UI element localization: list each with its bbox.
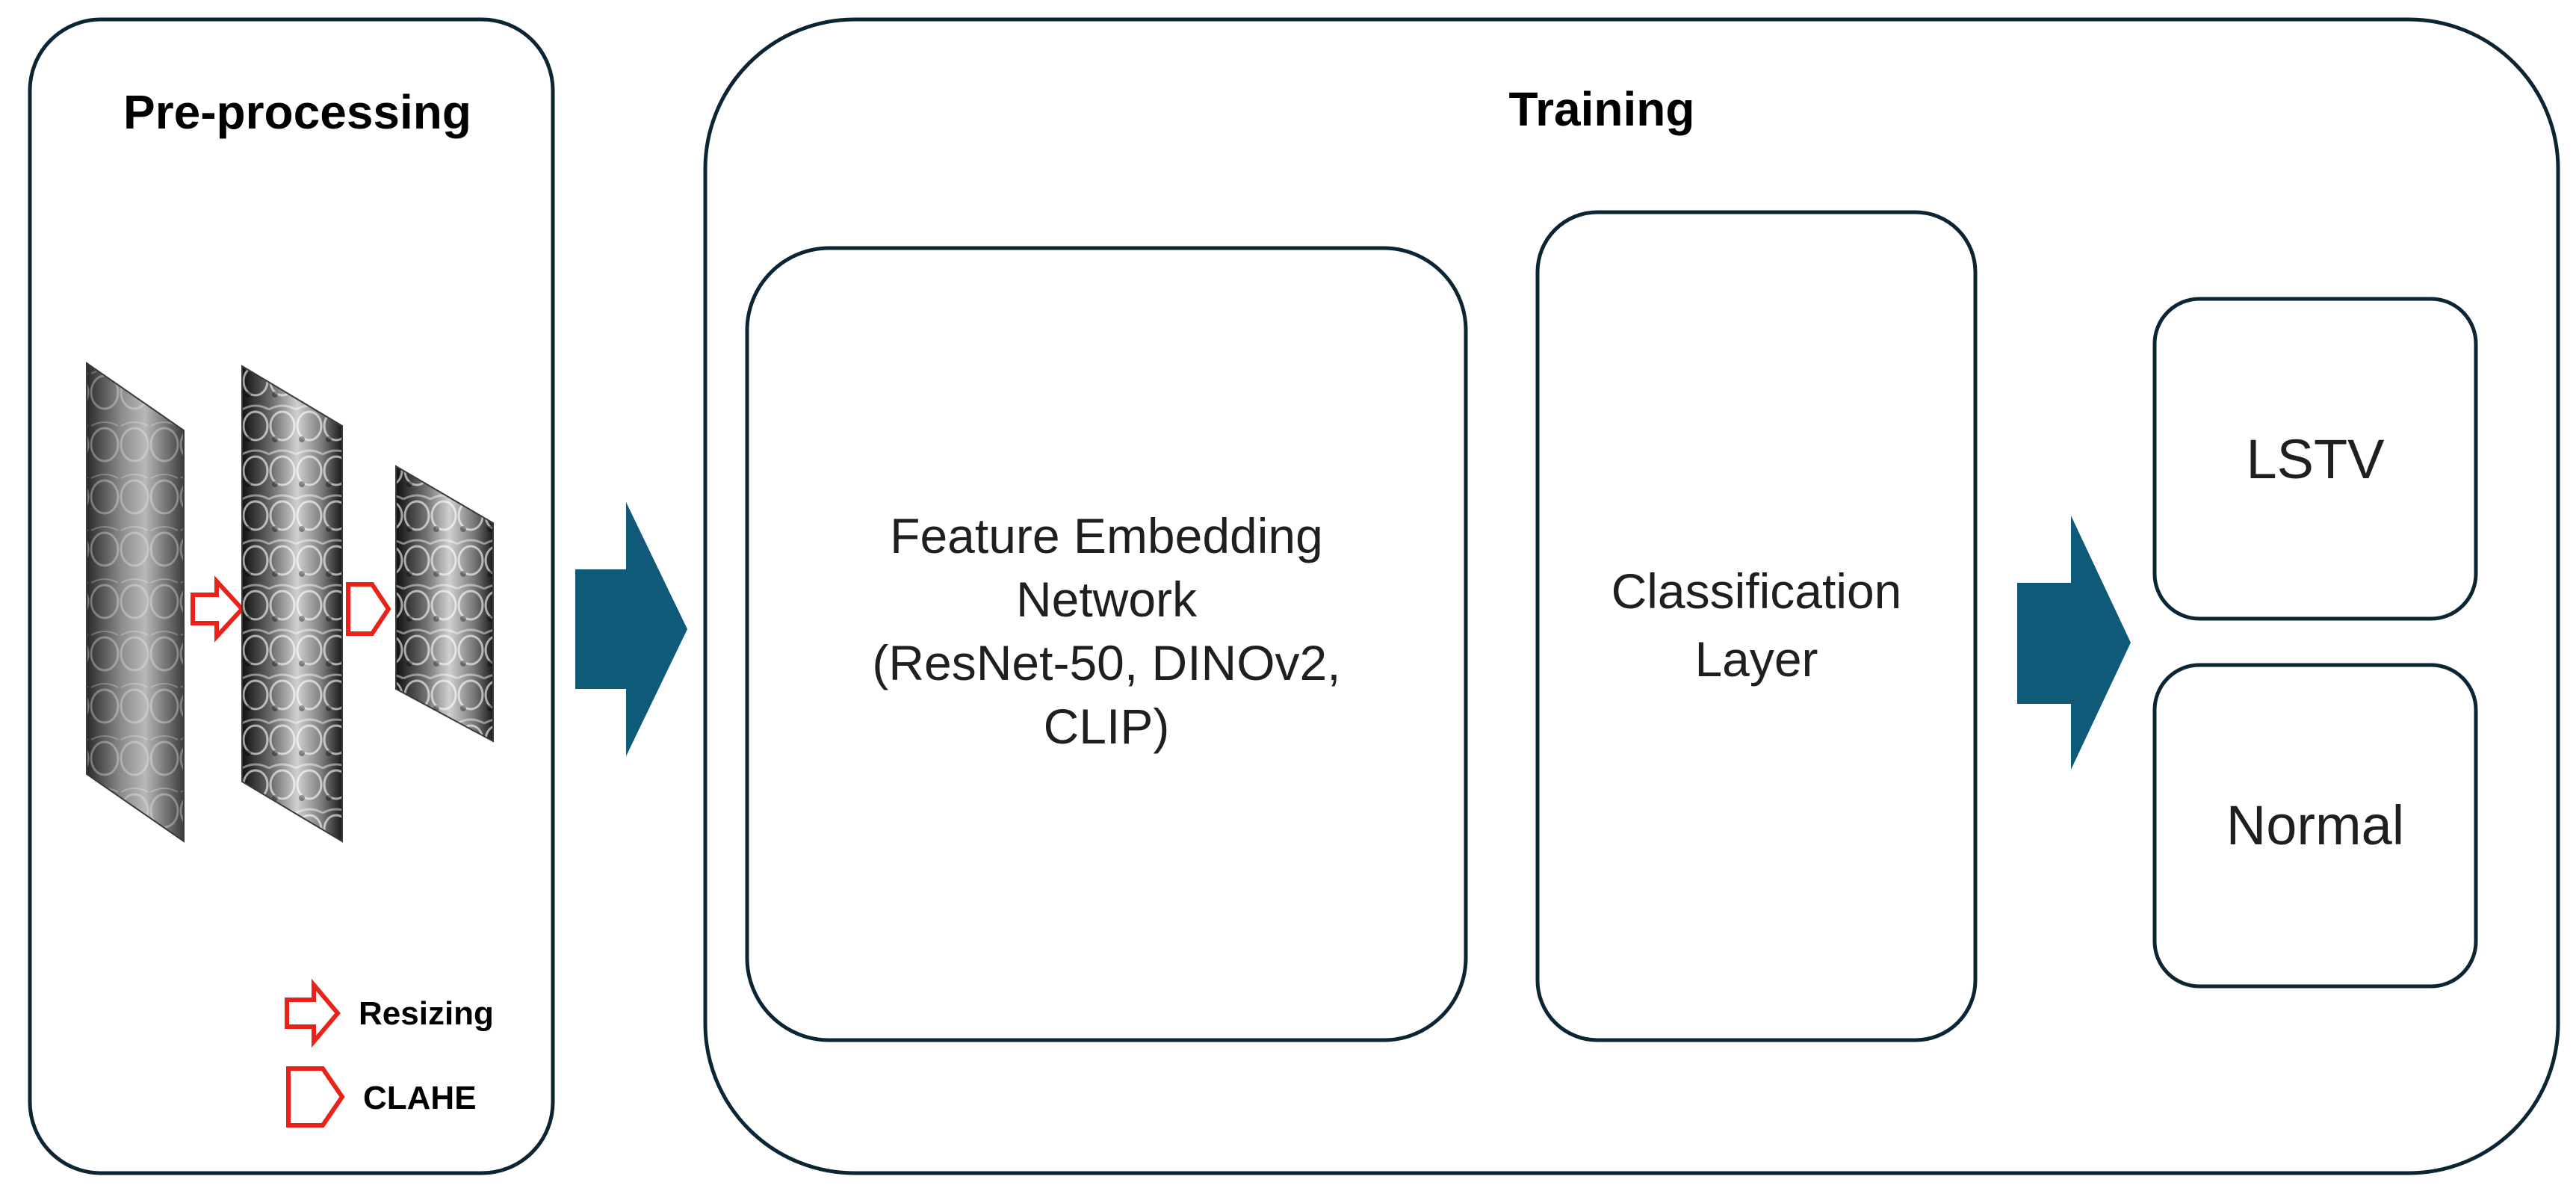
- resized-xray-image: [241, 365, 343, 843]
- feature-network-line-1: Feature Embedding: [890, 508, 1323, 563]
- lstv-output-box: [2152, 297, 2478, 621]
- clahe-legend-label: CLAHE: [363, 1080, 477, 1116]
- classification-layer-line-1: Classification: [1611, 563, 1902, 619]
- training-title: Training: [1509, 82, 1695, 136]
- resizing-legend-label: Resizing: [359, 995, 494, 1032]
- classification-layer-box: [1535, 210, 1978, 1042]
- resizing-legend-icon: [285, 978, 341, 1048]
- flow-arrow-icon: [575, 502, 687, 756]
- feature-embedding-network-box: [745, 246, 1468, 1042]
- resizing-arrow-icon: [191, 575, 246, 643]
- lstv-output-label: LSTV: [2246, 428, 2385, 490]
- flow-arrow-icon: [2017, 516, 2131, 770]
- feature-network-line-4: CLIP): [1044, 699, 1170, 754]
- classification-layer-line-2: Layer: [1694, 631, 1818, 687]
- feature-network-line-2: Network: [1016, 572, 1198, 627]
- original-xray-image: [86, 362, 185, 843]
- clahe-xray-image: [395, 465, 494, 743]
- preprocessing-title: Pre-processing: [123, 85, 471, 139]
- normal-output-label: Normal: [2226, 794, 2404, 856]
- feature-network-line-3: (ResNet-50, DINOv2,: [872, 635, 1340, 690]
- clahe-legend-icon: [286, 1066, 345, 1128]
- clahe-arrow-icon: [346, 582, 391, 636]
- normal-output-box: [2152, 663, 2478, 989]
